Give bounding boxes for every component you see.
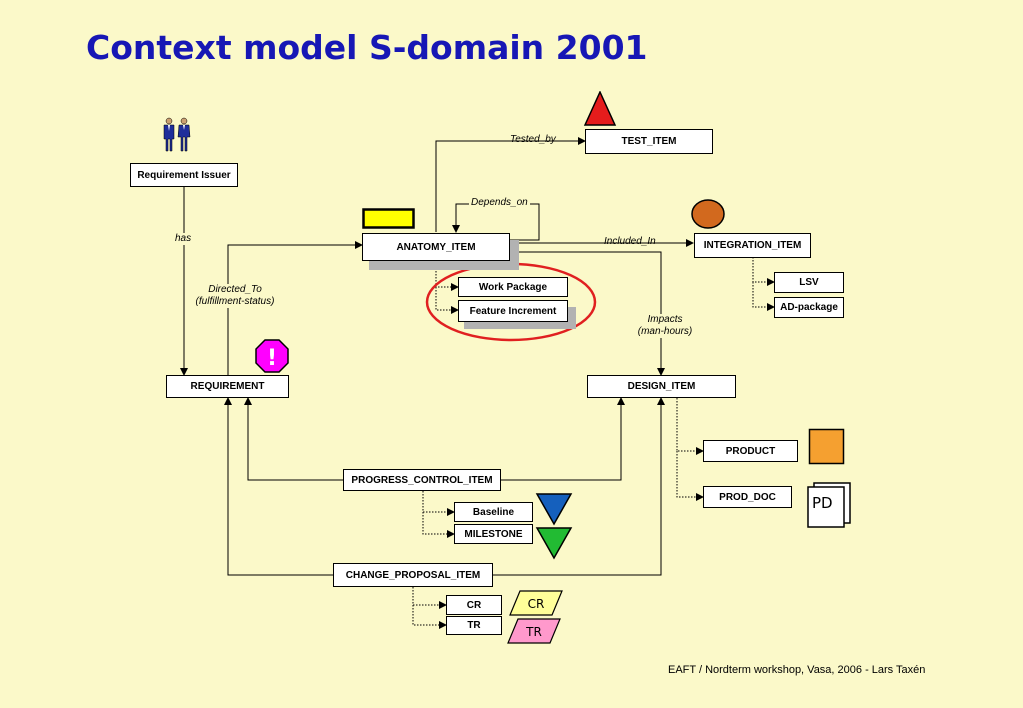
progress-control-item-box: PROGRESS_CONTROL_ITEM [343,469,501,491]
tested-by-label: Tested_by [510,134,556,145]
requirement-warning-octagon-icon: ! [255,339,289,373]
change-proposal-item-box: CHANGE_PROPOSAL_ITEM [333,563,493,587]
tr-icon-label: TR [525,625,542,639]
progress-control-right-line [501,397,625,481]
directed-to-label: Directed_To (fulfillment-status) [188,284,282,308]
cr-box: CR [446,595,502,615]
progress-control-left-line [244,397,343,481]
pd-label: PD [812,494,833,512]
directed-to-line [227,241,363,375]
anatomy-item-box: ANATOMY_ITEM [362,233,510,261]
warning-symbol: ! [267,346,277,371]
directed-to-line-2: (fulfillment-status) [195,296,275,307]
milestone-box: MILESTONE [454,524,533,544]
footer-credit: EAFT / Nordterm workshop, Vasa, 2006 - L… [668,664,926,676]
change-proposal-left-line [224,397,333,576]
prod-doc-document-icon: PD [807,482,851,528]
impacts-line-2: (man-hours) [637,326,693,337]
milestone-triangle-icon [535,527,573,560]
depends-on-line [452,203,540,241]
lsv-link [752,257,775,286]
feature-increment-box: Feature Increment [458,300,568,322]
prod-doc-box: PROD_DOC [703,486,792,508]
depends-on-label: Depends_on [469,197,530,209]
integration-item-circle-icon [691,199,725,229]
ad-package-box: AD-package [774,297,844,318]
test-item-box: TEST_ITEM [585,129,713,154]
cr-icon-label: CR [528,597,545,611]
tr-link [412,605,447,629]
cr-parallelogram-icon: CR [509,590,563,616]
people-icon [163,117,191,152]
prod-doc-link [676,451,704,501]
baseline-link [422,491,455,516]
included-in-label: Included_In [604,236,656,247]
tr-parallelogram-icon: TR [507,618,561,644]
ad-package-link [752,282,775,311]
tr-box: TR [446,616,502,635]
requirement-issuer-box: Requirement Issuer [130,163,238,187]
requirement-box: REQUIREMENT [166,375,289,398]
anatomy-item-rectangle-icon [362,208,415,229]
tested-by-line [435,137,586,232]
test-item-triangle-icon [583,91,617,126]
page-title: Context model S-domain 2001 [86,28,648,67]
baseline-triangle-icon [535,493,573,526]
product-square-icon [808,428,845,465]
feature-increment-link [435,287,459,314]
lsv-box: LSV [774,272,844,293]
design-item-box: DESIGN_ITEM [587,375,736,398]
directed-to-line-1: Directed_To [208,284,262,295]
has-label: has [175,233,192,245]
product-link [676,398,704,455]
milestone-link [422,512,455,538]
impacts-label: Impacts (man-hours) [633,314,697,338]
change-proposal-right-line [493,397,665,576]
product-box: PRODUCT [703,440,798,462]
baseline-box: Baseline [454,502,533,522]
impacts-line-1: Impacts [647,314,683,325]
integration-item-box: INTEGRATION_ITEM [694,233,811,258]
cr-link [412,587,447,609]
work-package-box: Work Package [458,277,568,297]
